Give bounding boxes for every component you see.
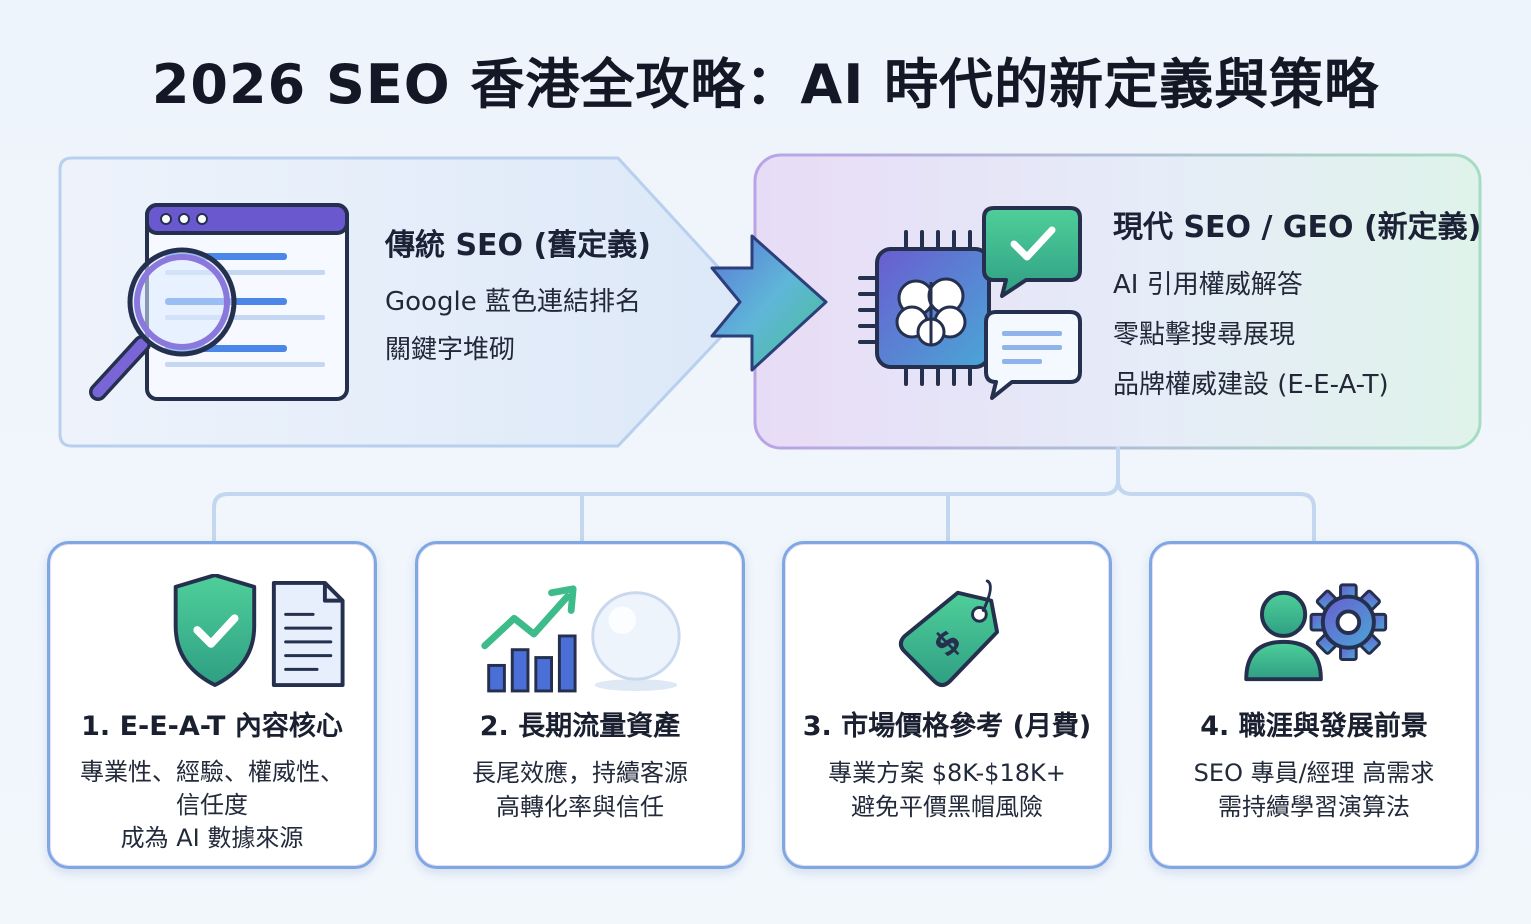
ai-chip-icon <box>858 230 991 386</box>
connector-lines <box>212 446 1316 543</box>
card-price-line: 避免平價黑帽風險 <box>851 793 1043 821</box>
card-price-title: 3. 市場價格參考 (月費) <box>802 711 1092 742</box>
card-long-term-traffic: 2. 長期流量資產 長尾效應，持續客源 高轉化率與信任 <box>415 541 745 869</box>
chat-check-bubble-icon <box>982 206 1082 298</box>
old-definition-line: Google 藍色連結排名 <box>385 287 641 317</box>
new-definition-line: 品牌權威建設 (E-E-A-T) <box>1113 370 1389 400</box>
transition-arrow-icon <box>710 234 828 372</box>
new-definition-title: 現代 SEO / GEO (新定義) <box>1113 210 1482 245</box>
old-definition-text: 傳統 SEO (舊定義) Google 藍色連結排名 關鍵字堆砌 <box>385 226 651 374</box>
card-career: 4. 職涯與發展前景 SEO 專員/經理 高需求 需持續學習演算法 <box>1149 541 1479 869</box>
new-definition-line: AI 引用權威解答 <box>1113 270 1303 300</box>
card-market-price: $ 3. 市場價格參考 (月費) 專業方案 $8K-$18K+ 避免平價黑帽風險 <box>782 541 1112 869</box>
card-eeat-line: 專業性、經驗、權威性、 <box>80 758 344 786</box>
new-definition-text: 現代 SEO / GEO (新定義) AI 引用權威解答 零點擊搜尋展現 品牌權… <box>1113 208 1481 410</box>
card-career-title: 4. 職涯與發展前景 <box>1200 711 1428 742</box>
card-traffic-title: 2. 長期流量資產 <box>479 711 681 742</box>
price-tag-icon: $ <box>898 579 1000 688</box>
new-definition-line: 零點擊搜尋展現 <box>1113 320 1296 350</box>
old-definition-title: 傳統 SEO (舊定義) <box>385 228 651 263</box>
card-career-icons <box>1244 583 1388 682</box>
card-eeat-line: 信任度 <box>176 791 248 819</box>
browser-magnifier-icon <box>89 203 349 401</box>
card-traffic-icons <box>481 585 681 693</box>
card-price-line: 專業方案 $8K-$18K+ <box>828 759 1066 787</box>
card-traffic-line: 長尾效應，持續客源 <box>472 759 688 787</box>
card-eeat-line: 成為 AI 數據來源 <box>120 824 304 852</box>
card-eeat-icons <box>173 574 345 688</box>
growth-chart-icon <box>481 585 577 693</box>
old-definition-line: 關鍵字堆砌 <box>385 335 516 365</box>
card-career-line: 需持續學習演算法 <box>1218 793 1410 821</box>
page-title: 2026 SEO 香港全攻略：AI 時代的新定義與策略 <box>151 53 1380 116</box>
person-gear-icon <box>1244 583 1388 682</box>
card-traffic-line: 高轉化率與信任 <box>496 793 664 821</box>
snowball-icon <box>591 591 681 691</box>
card-eeat: 1. E-E-A-T 內容核心 專業性、經驗、權威性、 信任度 成為 AI 數據… <box>47 541 377 869</box>
chat-text-bubble-icon <box>984 310 1082 400</box>
shield-check-icon <box>173 574 257 688</box>
document-icon <box>271 580 345 688</box>
card-career-line: SEO 專員/經理 高需求 <box>1193 759 1435 787</box>
card-eeat-title: 1. E-E-A-T 內容核心 <box>81 711 343 742</box>
card-price-icons: $ <box>898 579 1000 688</box>
